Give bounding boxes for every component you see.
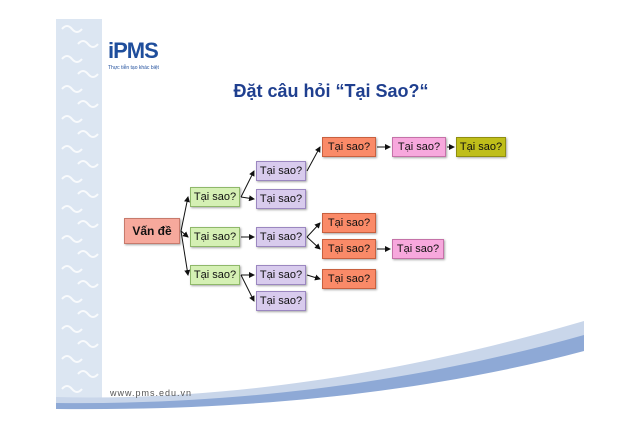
node-why-level3: Tại sao? bbox=[322, 269, 376, 289]
node-why-level2: Tại sao? bbox=[256, 161, 306, 181]
decorative-side-band bbox=[56, 19, 102, 416]
pms-logo: iPMS Thực tiễn tạo khác biệt bbox=[108, 39, 188, 73]
node-why-level4: Tại sao? bbox=[392, 137, 446, 157]
slide-title: Đặt câu hỏi “Tại Sao?“ bbox=[233, 81, 429, 101]
node-van-de: Vấn đề bbox=[124, 218, 180, 244]
connector-arrow bbox=[180, 196, 190, 232]
connector-arrow bbox=[180, 230, 191, 276]
slide: iPMS Thực tiễn tạo khác biệt Đặt câu hỏi… bbox=[56, 19, 584, 416]
node-why-level5: Tại sao? bbox=[456, 137, 506, 157]
website-url: www.pms.edu.vn bbox=[110, 388, 193, 398]
node-why-level2: Tại sao? bbox=[256, 291, 306, 311]
connector-arrow bbox=[306, 236, 321, 250]
connector-arrow bbox=[240, 170, 255, 198]
logo-mark: iPMS bbox=[108, 38, 159, 63]
connector-layer bbox=[180, 144, 455, 302]
node-why-level4: Tại sao? bbox=[392, 239, 444, 259]
decorative-wave bbox=[56, 321, 584, 416]
connector-arrow bbox=[306, 146, 321, 172]
node-why-level3: Tại sao? bbox=[322, 213, 376, 233]
connector-arrow bbox=[180, 230, 189, 238]
node-why-level1: Tại sao? bbox=[190, 227, 240, 247]
node-why-level2: Tại sao? bbox=[256, 227, 306, 247]
node-why-level3: Tại sao? bbox=[322, 239, 376, 259]
node-why-level2: Tại sao? bbox=[256, 265, 306, 285]
why-tree-diagram: Vấn đề Tại sao? Tại sao? Tại sao? Tại sa… bbox=[56, 19, 584, 416]
node-why-level1: Tại sao? bbox=[190, 265, 240, 285]
connector-arrow bbox=[306, 274, 321, 281]
connector-arrow bbox=[306, 222, 321, 238]
node-why-level2: Tại sao? bbox=[256, 189, 306, 209]
node-why-level3: Tại sao? bbox=[322, 137, 376, 157]
logo-tagline: Thực tiễn tạo khác biệt bbox=[108, 65, 159, 71]
node-why-level1: Tại sao? bbox=[190, 187, 240, 207]
connector-arrow bbox=[240, 274, 255, 302]
connector-arrow bbox=[240, 195, 255, 202]
